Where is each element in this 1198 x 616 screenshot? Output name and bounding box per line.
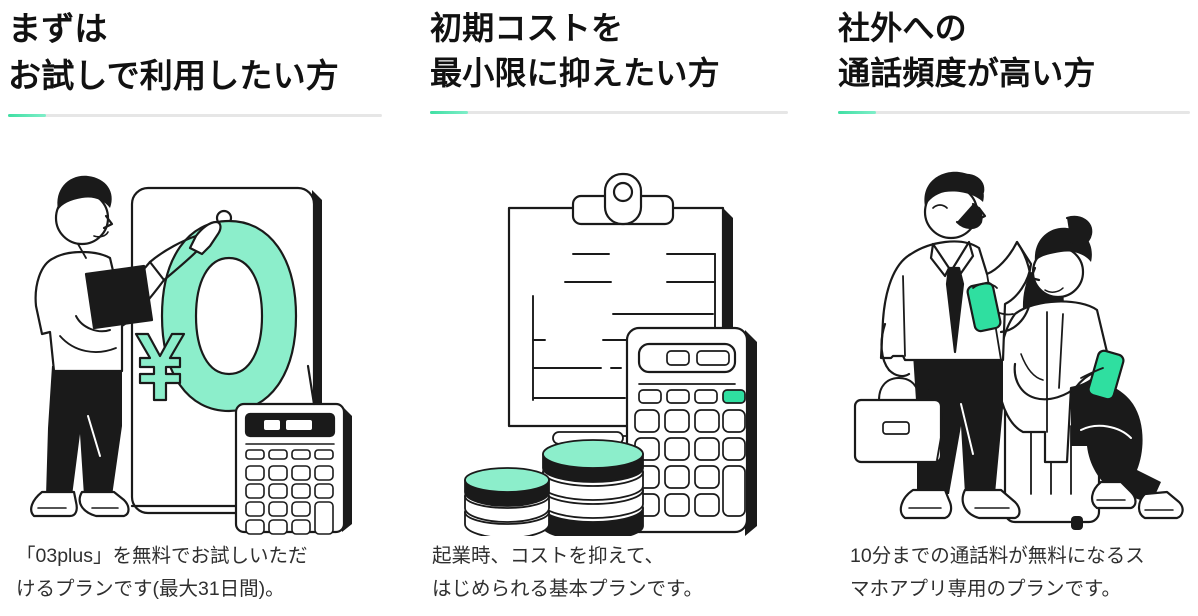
illustration-trial: [8, 117, 410, 540]
plan-card-trial: まずは お試しで利用したい方: [0, 0, 410, 616]
plan-heading-call: 社外への 通話頻度が高い方: [838, 10, 1096, 92]
clipboard-calculator-and-coin-stacks-icon: [464, 172, 757, 536]
illustration-basic: [430, 114, 820, 540]
plan-heading-trial: まずは お試しで利用したい方: [8, 10, 340, 94]
plan-caption-trial: 「03plus」を無料でお試しいただ けるプランです(最大31日間)。: [16, 545, 308, 600]
man-pointing-at-zero-yen-tablet-with-calculator-icon: [30, 175, 352, 535]
plan-caption-call: 10分までの通話料が無料になるス マホアプリ専用のプランです。: [850, 545, 1145, 600]
heading-divider-call: [838, 110, 1190, 114]
illustration-call: [838, 114, 1198, 540]
plan-card-basic: 初期コストを 最小限に抑えたい方: [410, 0, 820, 616]
businessman-with-briefcase-and-woman-on-suitcase-using-smartphones-icon: [853, 171, 1184, 530]
heading-divider-basic: [430, 110, 788, 114]
plan-caption-basic: 起業時、コストを抑えて、 はじめられる基本プランです。: [432, 545, 704, 600]
plan-heading-basic: 初期コストを 最小限に抑えたい方: [430, 10, 720, 92]
heading-divider-trial: [8, 113, 382, 117]
plan-card-call: 社外への 通話頻度が高い方: [820, 0, 1198, 616]
